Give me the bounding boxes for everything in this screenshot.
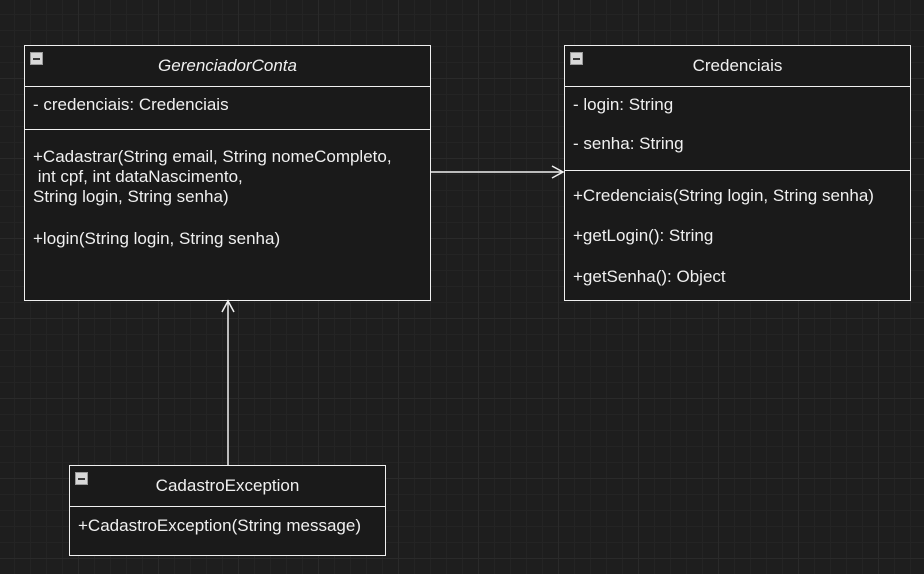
collapse-icon[interactable]: [75, 472, 88, 485]
class-name: Credenciais: [692, 56, 783, 75]
methods-section: +Cadastrar(String email, String nomeComp…: [25, 130, 430, 249]
attributes-section: - login: String - senha: String: [565, 87, 910, 171]
arrow-head-icon: [551, 165, 565, 179]
methods-section: +CadastroException(String message): [70, 507, 385, 536]
method-get-senha[interactable]: +getSenha(): Object: [573, 267, 726, 286]
attributes-section: - credenciais: Credenciais: [25, 87, 430, 130]
collapse-icon[interactable]: [30, 52, 43, 65]
arrow-head-icon: [221, 299, 235, 313]
method-get-login[interactable]: +getLogin(): String: [573, 226, 714, 245]
method-login[interactable]: +login(String login, String senha): [33, 229, 281, 248]
class-gerenciador-conta[interactable]: GerenciadorConta - credenciais: Credenci…: [24, 45, 431, 301]
attribute-senha[interactable]: - senha: String: [573, 134, 684, 153]
edge-exception-to-gerenciador[interactable]: [221, 299, 235, 465]
methods-section: +Credenciais(String login, String senha)…: [565, 171, 910, 287]
class-name: CadastroException: [155, 476, 300, 495]
attribute-credenciais[interactable]: - credenciais: Credenciais: [33, 95, 229, 114]
edge-gerenciador-to-credenciais[interactable]: [431, 165, 565, 179]
class-name: GerenciadorConta: [158, 56, 297, 75]
class-header[interactable]: Credenciais: [565, 46, 910, 87]
class-header[interactable]: GerenciadorConta: [25, 46, 430, 87]
class-header[interactable]: CadastroException: [70, 466, 385, 507]
method-cadastro-exception[interactable]: +CadastroException(String message): [78, 516, 361, 535]
method-cadastrar[interactable]: +Cadastrar(String email, String nomeComp…: [33, 147, 392, 206]
class-credenciais[interactable]: Credenciais - login: String - senha: Str…: [564, 45, 911, 301]
method-credenciais[interactable]: +Credenciais(String login, String senha): [573, 186, 874, 205]
collapse-icon[interactable]: [570, 52, 583, 65]
class-cadastro-exception[interactable]: CadastroException +CadastroException(Str…: [69, 465, 386, 556]
attribute-login[interactable]: - login: String: [573, 95, 674, 114]
